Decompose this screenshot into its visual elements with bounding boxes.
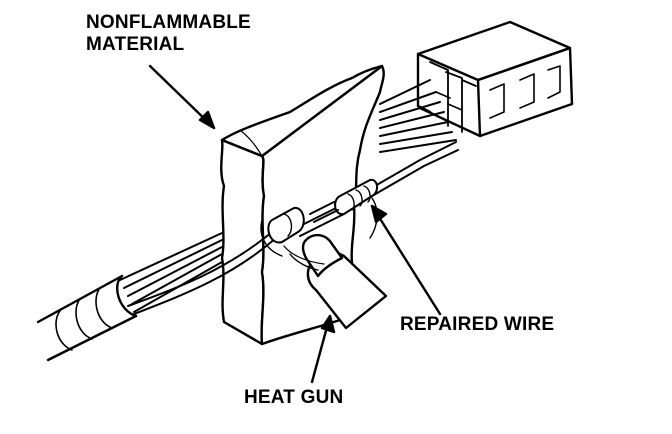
callout-leaders — [148, 64, 442, 384]
heat-gun — [283, 233, 388, 330]
harness-sleeve — [36, 274, 138, 362]
repaired-wire — [127, 141, 459, 315]
label-nonflammable-material: NONFLAMMABLE MATERIAL — [86, 12, 251, 56]
connector-housing — [416, 20, 574, 138]
nonflammable-block — [220, 64, 385, 346]
label-heat-gun: HEAT GUN — [244, 387, 344, 408]
label-repaired-wire: REPAIRED WIRE — [400, 314, 555, 335]
butt-splice — [267, 178, 378, 244]
label-nonflammable-line1: NONFLAMMABLE — [86, 12, 251, 33]
label-nonflammable-line2: MATERIAL — [86, 34, 185, 55]
